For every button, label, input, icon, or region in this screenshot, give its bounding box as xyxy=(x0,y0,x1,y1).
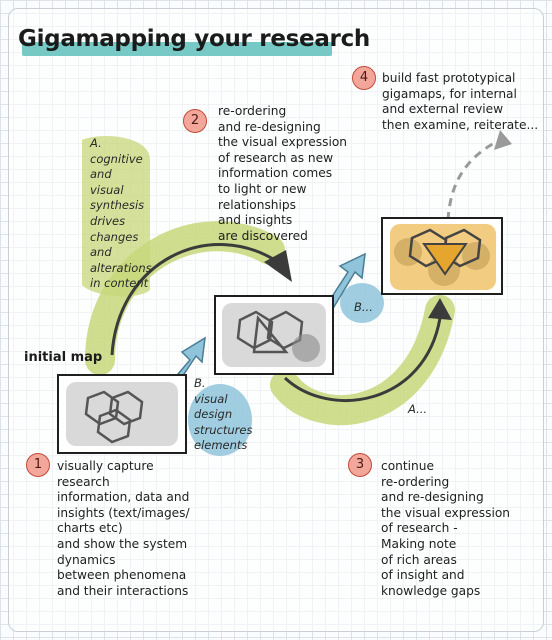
curved-arrow-a-top xyxy=(85,221,285,375)
a-short-annotation: A... xyxy=(408,402,428,416)
initial-map-label: initial map xyxy=(24,350,103,365)
curved-arrow-a-bottom xyxy=(270,295,455,426)
step-4-text: build fast prototypical gigamaps, for in… xyxy=(382,71,539,132)
curved-arrow-a-top-head xyxy=(264,250,292,282)
prototype-map-triangle xyxy=(422,243,468,276)
b-highlight xyxy=(340,283,384,323)
synthesis-annotation: A. cognitive and visual synthesis drives… xyxy=(90,136,152,291)
curved-arrow-a-top-line xyxy=(110,243,279,356)
second-map-blob xyxy=(292,334,320,362)
design-highlight xyxy=(188,384,252,456)
curved-arrow-a-bottom-line xyxy=(283,317,442,402)
dashed-arrow-head xyxy=(494,130,512,150)
step-3-text: continue re-ordering and re-designing th… xyxy=(381,459,511,598)
design-annotation: B. visual design structures elements xyxy=(194,376,253,453)
step-4-badge: 4 xyxy=(352,66,376,90)
step-2-text: re-ordering and re-designing the visual … xyxy=(218,104,348,243)
step-2-badge: 2 xyxy=(183,109,207,133)
dashed-arrow xyxy=(446,138,501,221)
step-3-badge: 3 xyxy=(348,453,372,477)
step-1-text: visually capture research information, d… xyxy=(57,459,190,598)
title-highlight xyxy=(22,42,332,56)
page-title: Gigamapping your research xyxy=(18,26,371,52)
step-1-badge: 1 xyxy=(26,453,50,477)
initial-map-hexagons xyxy=(84,390,144,444)
curved-arrow-a-bottom-head xyxy=(428,298,452,320)
b-short-annotation: B... xyxy=(354,300,373,314)
